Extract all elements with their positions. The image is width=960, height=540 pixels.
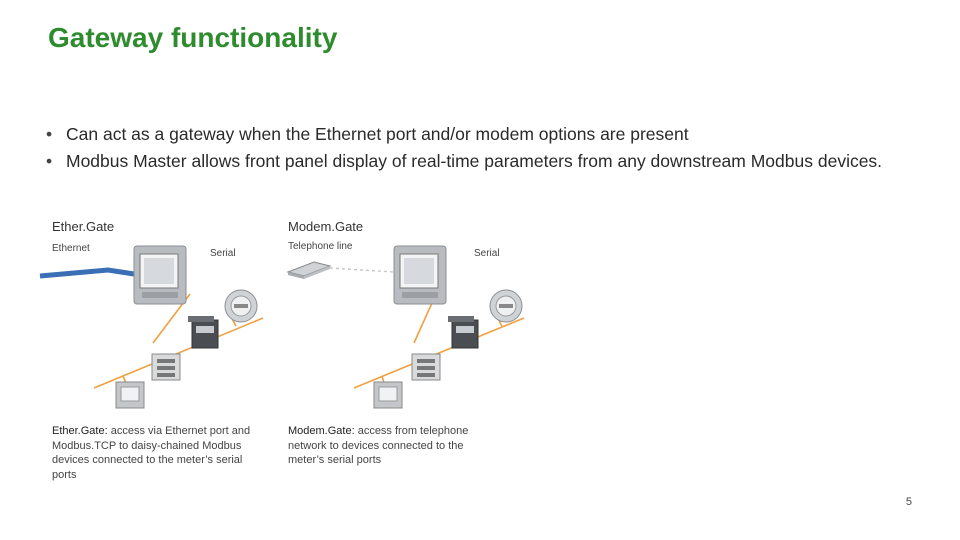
modem-gate-diagram bbox=[286, 245, 525, 409]
meter-icon bbox=[393, 245, 447, 305]
ethernet-label: Ethernet bbox=[52, 243, 90, 254]
dark-device-icon bbox=[448, 316, 479, 349]
ethernet-cable bbox=[39, 267, 135, 279]
modem-icon bbox=[286, 261, 332, 279]
small-meter-icon bbox=[115, 381, 145, 409]
small-meter-icon bbox=[373, 381, 403, 409]
ether-gate-caption-term: Ether.Gate: bbox=[52, 425, 108, 437]
modem-gate-heading: Modem.Gate bbox=[288, 219, 364, 234]
box-device-icon bbox=[411, 353, 441, 381]
round-meter-icon bbox=[224, 289, 258, 323]
ether-serial-label: Serial bbox=[210, 248, 236, 259]
modem-gate-caption: Modem.Gate: access from telephone networ… bbox=[288, 424, 498, 468]
ether-gate-diagram bbox=[39, 245, 264, 409]
modem-gate-caption-text: access from telephone network to devices… bbox=[288, 425, 469, 466]
ether-gate-caption-text: access via Ethernet port and Modbus.TCP … bbox=[52, 425, 251, 481]
slide-title: Gateway functionality bbox=[48, 22, 338, 53]
modem-gate-caption-term: Modem.Gate: bbox=[288, 425, 355, 437]
page-number: 5 bbox=[905, 496, 912, 508]
telephone-line-label: Telephone line bbox=[288, 241, 353, 252]
bullet-item: Modbus Master allows front panel display… bbox=[44, 149, 904, 173]
telephone-line bbox=[329, 267, 395, 273]
round-meter-icon bbox=[489, 289, 523, 323]
meter-icon bbox=[133, 245, 187, 305]
dark-device-icon bbox=[188, 316, 219, 349]
ether-gate-caption: Ether.Gate: access via Ethernet port and… bbox=[52, 424, 262, 482]
box-device-icon bbox=[151, 353, 181, 381]
bullet-list: Can act as a gateway when the Ethernet p… bbox=[44, 122, 904, 176]
serial-line bbox=[93, 317, 264, 389]
ether-gate-heading: Ether.Gate bbox=[52, 219, 115, 234]
bullet-item: Can act as a gateway when the Ethernet p… bbox=[44, 122, 904, 146]
modem-serial-label: Serial bbox=[474, 248, 500, 259]
